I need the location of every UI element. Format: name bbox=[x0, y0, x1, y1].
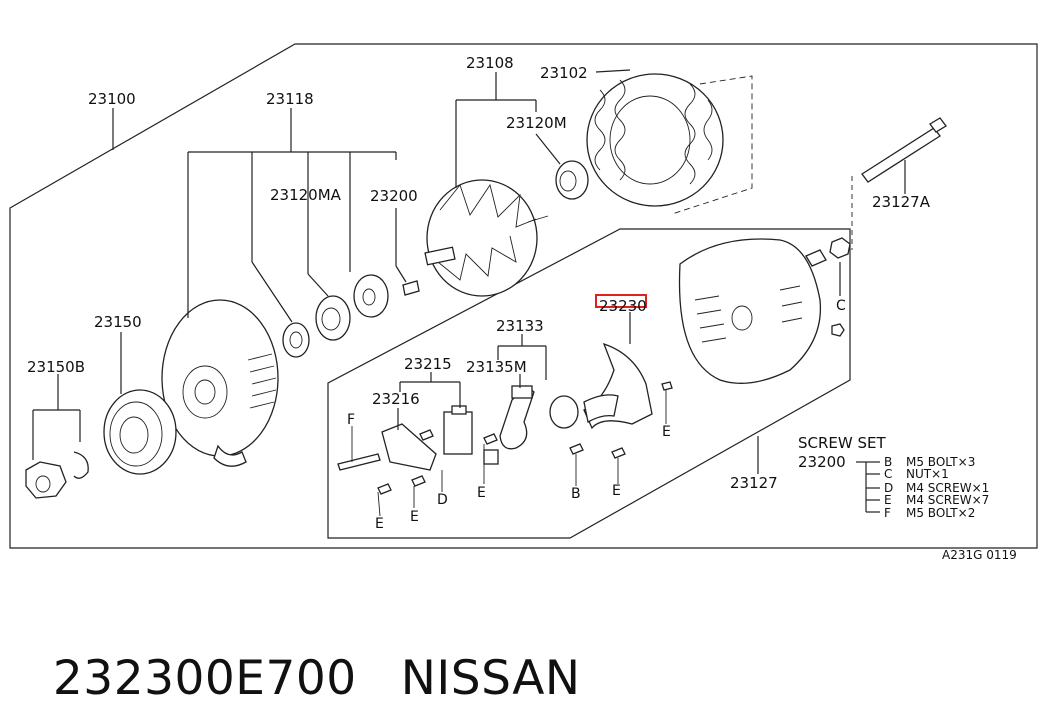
screw-set-title: SCREW SET bbox=[798, 434, 886, 452]
rear-housing-part bbox=[678, 238, 822, 384]
screw-set-letter-f: F bbox=[884, 506, 891, 520]
label-23127a: 23127A bbox=[872, 193, 931, 211]
outer-frame bbox=[9, 43, 1038, 549]
label-23108: 23108 bbox=[466, 54, 514, 72]
label-23118: 23118 bbox=[266, 90, 314, 108]
letter-e-4: E bbox=[612, 483, 621, 499]
screw-set-desc-c: NUT×1 bbox=[906, 467, 949, 481]
screw-set-legend: SCREW SET 23200 B M5 BOLT×3 C NUT×1 D M4… bbox=[798, 434, 989, 520]
seal-ring-part bbox=[549, 395, 579, 429]
letter-e-5: E bbox=[662, 424, 671, 440]
part-footer: 232300E700 NISSAN bbox=[22, 596, 581, 706]
label-23120m: 23120M bbox=[506, 114, 567, 132]
letter-f: F bbox=[347, 412, 355, 428]
screw-set-letter-c: C bbox=[884, 467, 892, 481]
stator-part bbox=[586, 73, 753, 215]
label-23127: 23127 bbox=[730, 474, 778, 492]
highlight-box bbox=[595, 294, 647, 308]
screw-set-desc-f: M5 BOLT×2 bbox=[906, 506, 975, 520]
label-23133: 23133 bbox=[496, 317, 544, 335]
letter-e-1: E bbox=[375, 516, 384, 532]
nut-c-part bbox=[805, 237, 851, 337]
pulley-part bbox=[103, 389, 177, 475]
screw-letters: C F D E E E B E E bbox=[347, 298, 846, 532]
nut-washer-parts bbox=[25, 451, 89, 499]
part-number[interactable]: 232300E700 bbox=[52, 651, 357, 706]
letter-d: D bbox=[437, 492, 448, 508]
letter-e-3: E bbox=[477, 485, 486, 501]
label-23135m: 23135M bbox=[466, 358, 527, 376]
screw-parts bbox=[337, 381, 673, 517]
screw-set-letter-d: D bbox=[884, 481, 893, 495]
regulator-part bbox=[381, 405, 499, 471]
label-23100: 23100 bbox=[88, 90, 136, 108]
label-23216: 23216 bbox=[372, 390, 420, 408]
figure-code: A231G 0119 bbox=[942, 548, 1017, 562]
screw-set-desc-b: M5 BOLT×3 bbox=[906, 455, 975, 469]
label-23120ma: 23120MA bbox=[270, 186, 342, 204]
screw-set-desc-e: M4 SCREW×7 bbox=[906, 493, 989, 507]
letter-b: B bbox=[571, 486, 581, 502]
label-23150: 23150 bbox=[94, 313, 142, 331]
brand-name: NISSAN bbox=[400, 651, 581, 706]
screw-set-code: 23200 bbox=[798, 453, 846, 471]
through-bolt-part bbox=[851, 117, 947, 250]
inner-frame bbox=[327, 228, 851, 539]
label-23150b: 23150B bbox=[27, 358, 85, 376]
letter-c: C bbox=[836, 298, 846, 314]
letter-e-2: E bbox=[410, 509, 419, 525]
leader-lines bbox=[32, 69, 906, 513]
brush-part bbox=[499, 385, 535, 450]
screw-set-desc-d: M4 SCREW×1 bbox=[906, 481, 989, 495]
label-23102: 23102 bbox=[540, 64, 588, 82]
label-23215: 23215 bbox=[404, 355, 452, 373]
label-23200: 23200 bbox=[370, 187, 418, 205]
parts-diagram: 23100 23118 23108 23102 23120M 23120MA 2… bbox=[9, 43, 1038, 562]
part-number-labels: 23100 23118 23108 23102 23120M 23120MA 2… bbox=[27, 54, 931, 492]
spacer-parts bbox=[282, 274, 420, 358]
rotor-part bbox=[424, 179, 549, 297]
brush-holder-part bbox=[583, 342, 653, 430]
front-housing-part bbox=[161, 299, 279, 467]
bearing-part bbox=[555, 160, 589, 200]
screw-set-letter-b: B bbox=[884, 455, 892, 469]
label-23230[interactable]: 23230 bbox=[599, 297, 647, 315]
screw-set-letter-e: E bbox=[884, 493, 892, 507]
